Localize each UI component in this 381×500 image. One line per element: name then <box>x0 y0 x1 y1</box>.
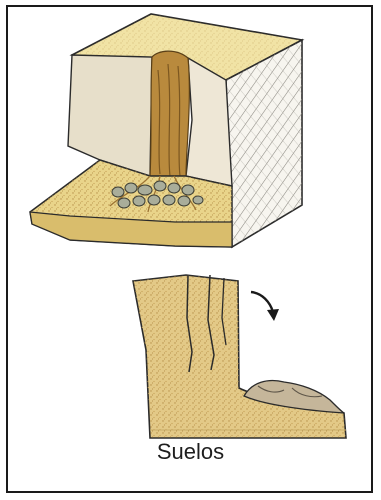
figure-caption: Suelos <box>0 439 381 465</box>
lower-soil-block <box>133 275 346 438</box>
curved-arrow-icon <box>251 292 279 321</box>
upper-rock-block <box>30 14 302 247</box>
